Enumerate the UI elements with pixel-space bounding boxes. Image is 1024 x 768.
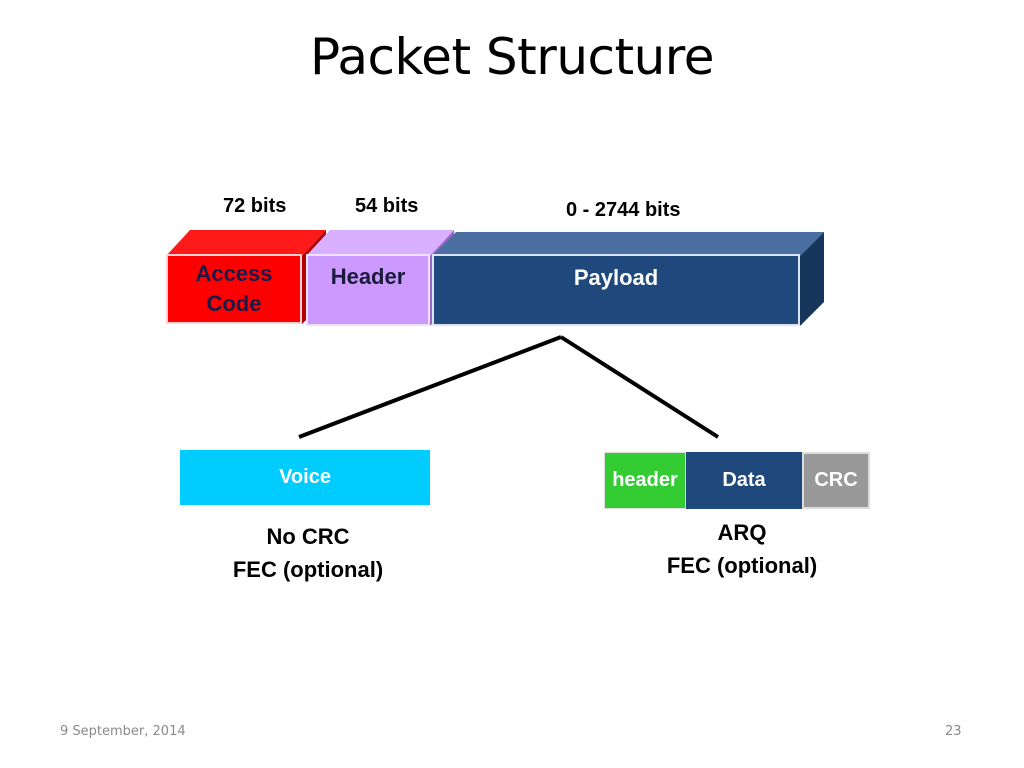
payload-block: Payload	[432, 232, 824, 326]
voice-packet: Voice	[180, 450, 430, 505]
header-bits-label: 54 bits	[355, 195, 419, 217]
voice-branch-line	[298, 335, 562, 439]
slide-number: 23	[945, 724, 962, 739]
access-code-block-top	[166, 230, 326, 256]
data-packet-data-segment: Data	[686, 452, 802, 509]
voice-note-fec: FEC (optional)	[232, 557, 384, 582]
data-note-fec: FEC (optional)	[666, 553, 818, 578]
payload-bits-label: 0 - 2744 bits	[566, 199, 681, 221]
voice-notes: No CRC FEC (optional)	[196, 520, 420, 586]
payload-label: Payload	[432, 254, 800, 326]
access-code-label: Access Code	[166, 254, 302, 324]
data-notes: ARQ FEC (optional)	[630, 516, 854, 582]
data-note-arq: ARQ	[717, 520, 767, 545]
data-packet-crc-label: CRC	[814, 469, 858, 491]
access-code-text: Access Code	[195, 261, 273, 316]
data-packet-header-label: header	[612, 469, 678, 491]
data-packet-crc-segment: CRC	[802, 452, 870, 509]
payload-block-top	[432, 232, 824, 256]
voice-note-no-crc: No CRC	[266, 524, 350, 549]
header-block-top	[306, 230, 454, 256]
slide-title: Packet Structure	[309, 28, 715, 86]
voice-label: Voice	[279, 466, 331, 488]
data-packet-header-segment: header	[604, 452, 686, 509]
payload-text: Payload	[573, 265, 659, 290]
header-text: Header	[330, 264, 406, 289]
footer-date: 9 September, 2014	[60, 724, 186, 739]
access-code-bits-label: 72 bits	[223, 195, 287, 217]
data-packet: header Data CRC	[604, 452, 870, 509]
data-branch-line	[559, 335, 720, 439]
header-label: Header	[306, 254, 430, 326]
data-packet-data-label: Data	[722, 469, 766, 491]
